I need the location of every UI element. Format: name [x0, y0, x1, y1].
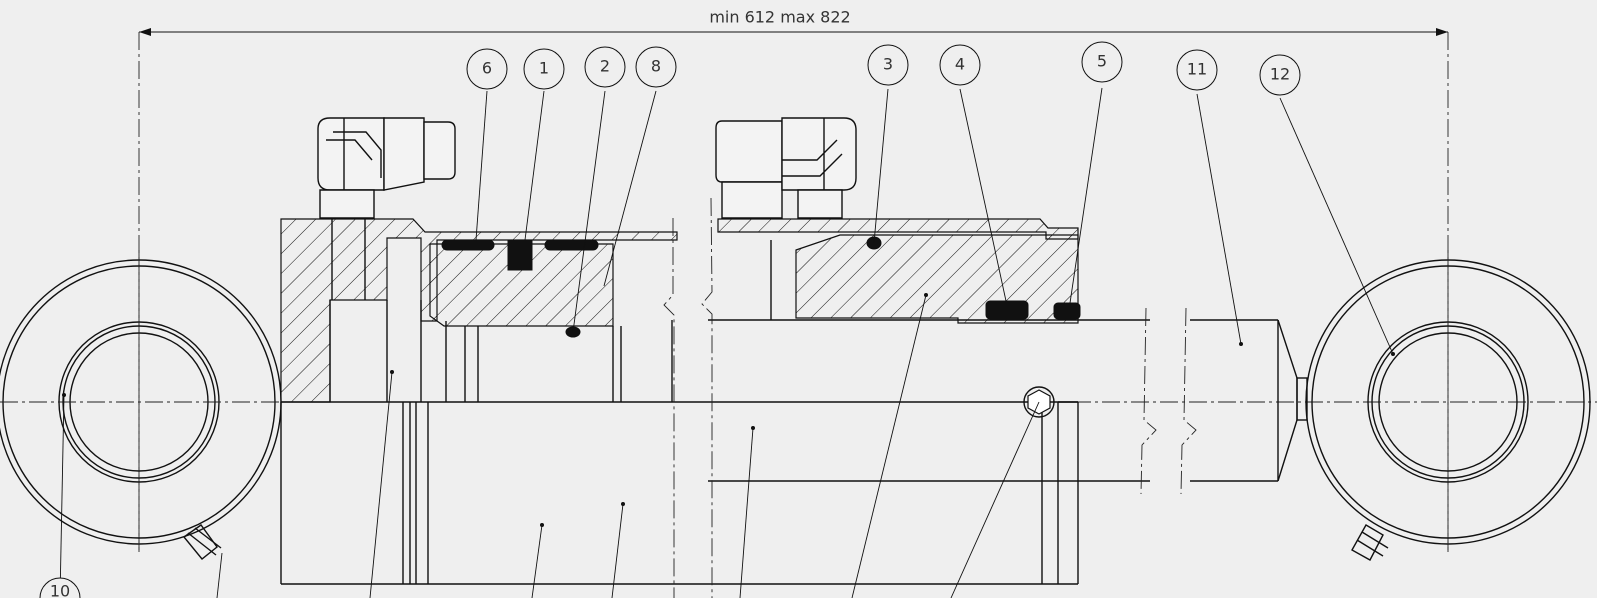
seal-4	[985, 300, 1029, 320]
callout-8-label: 8	[651, 57, 661, 76]
callout-4-label: 4	[955, 55, 965, 74]
callout-10: 10	[39, 577, 81, 598]
grease-nipple-left	[182, 524, 222, 560]
callout-1: 1	[523, 48, 565, 90]
seal-1-right	[544, 239, 599, 251]
callout-11-label: 11	[1187, 60, 1207, 79]
callout-1-label: 1	[539, 59, 549, 78]
seal-6	[441, 239, 495, 251]
callout-4: 4	[939, 44, 981, 86]
right-hydraulic-elbow	[715, 117, 857, 320]
callout-2: 2	[584, 46, 626, 88]
leader-lines	[59, 87, 1394, 598]
seal-1	[507, 239, 533, 271]
seals	[441, 236, 1081, 338]
callout-12-label: 12	[1270, 65, 1290, 84]
dimension-text: min 612 max 822	[709, 8, 850, 27]
callout-11: 11	[1176, 49, 1218, 91]
seal-5	[1053, 302, 1081, 320]
leader-dots	[62, 293, 1395, 527]
callout-8: 8	[635, 46, 677, 88]
callout-6-label: 6	[482, 59, 492, 78]
callout-6: 6	[466, 48, 508, 90]
callout-5: 5	[1081, 41, 1123, 83]
cylinder-body	[280, 218, 1308, 585]
grease-nipple-right	[1351, 524, 1389, 561]
callout-3: 3	[867, 44, 909, 86]
left-hydraulic-elbow	[317, 117, 456, 300]
callout-2-label: 2	[600, 57, 610, 76]
break-lines	[663, 197, 1197, 598]
callout-12: 12	[1259, 54, 1301, 96]
overall-length-dimension: min 612 max 822	[138, 8, 1449, 552]
callout-10-label: 10	[50, 582, 70, 598]
callout-5-label: 5	[1097, 52, 1107, 71]
callout-3-label: 3	[883, 55, 893, 74]
right-eye-mount	[1305, 250, 1591, 561]
